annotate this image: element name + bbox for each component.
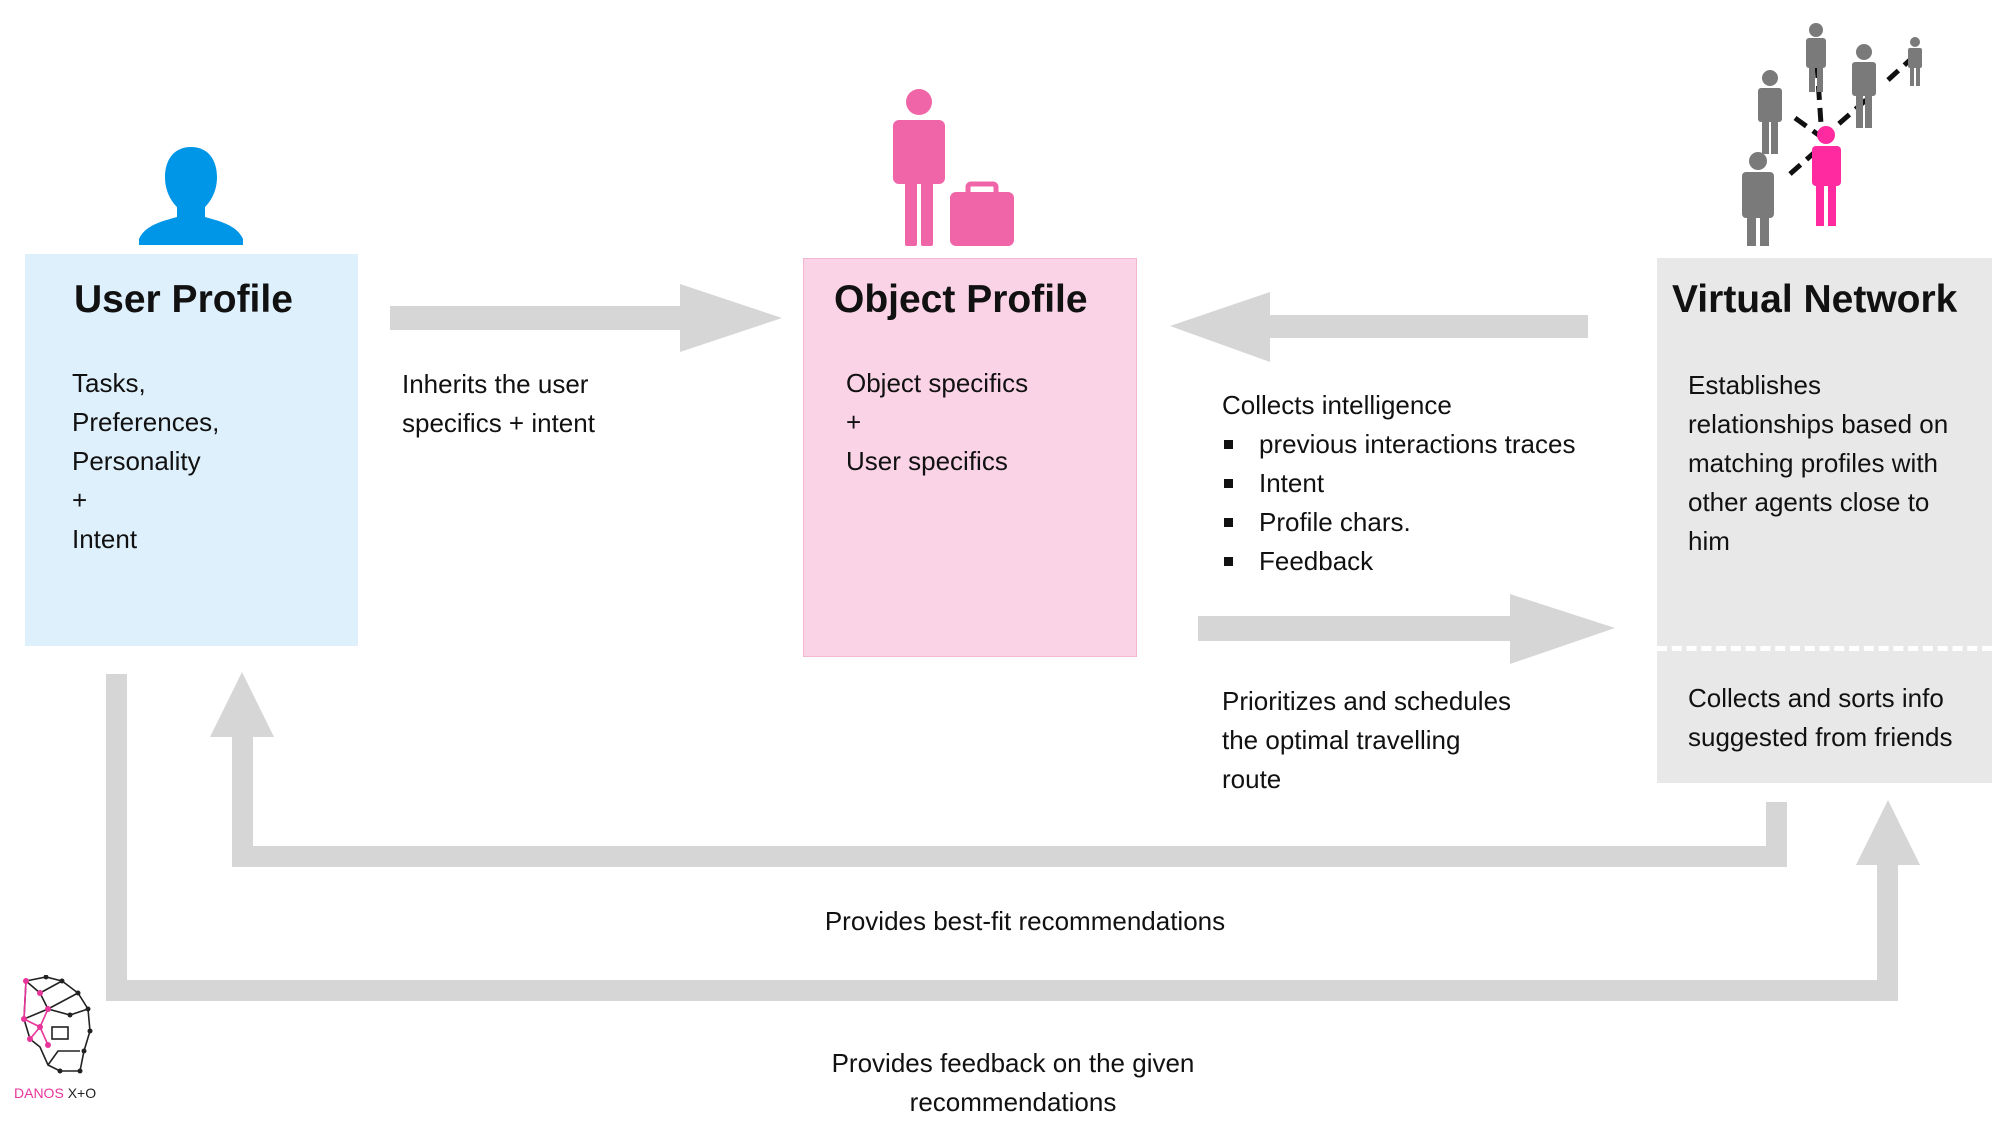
logo-text: DANOS X+O <box>14 1085 96 1101</box>
virtual-network-title: Virtual Network <box>1672 278 1958 321</box>
object-profile-box <box>803 258 1137 657</box>
person-icon <box>1758 70 1782 154</box>
list-item: Feedback <box>1222 542 1575 581</box>
person-icon <box>1806 23 1826 92</box>
object-profile-title: Object Profile <box>834 278 1088 321</box>
prioritizes-label: Prioritizes and schedules the optimal tr… <box>1222 686 1512 794</box>
arrow-object-to-network <box>1198 594 1615 664</box>
people-network-icon <box>1742 23 1922 246</box>
list-item: previous interactions traces <box>1222 425 1575 464</box>
list-item: Profile chars. <box>1222 503 1575 542</box>
person-icon <box>1852 44 1876 128</box>
collects-intelligence-list: previous interactions traces Intent Prof… <box>1222 425 1575 581</box>
inherits-label: Inherits the user specifics + intent <box>402 369 595 438</box>
logo-brand: DANOS <box>14 1085 64 1101</box>
feedback-label: Provides feedback on the given recommend… <box>831 1048 1195 1117</box>
virtual-network-details: Establishes relationships based on match… <box>1688 370 1949 556</box>
object-profile-details: Object specifics + User specifics <box>846 368 1029 476</box>
user-profile-box <box>25 254 358 646</box>
list-item: Intent <box>1222 464 1575 503</box>
danos-face-logo-icon <box>21 975 93 1074</box>
virtual-network-lower-details: Collects and sorts info suggested from f… <box>1688 683 1953 752</box>
arrow-user-to-object <box>390 284 782 352</box>
arrow-feedback-to-network <box>106 674 1920 1001</box>
highlighted-person-icon <box>1812 126 1841 226</box>
recommendations-label: Provides best-fit recommendations <box>824 906 1226 936</box>
user-profile-title: User Profile <box>74 278 293 321</box>
arrow-network-to-object <box>1170 292 1588 362</box>
person-icon <box>1742 152 1774 246</box>
traveller-with-luggage-icon <box>893 89 1014 246</box>
logo-suffix: X+O <box>67 1085 97 1101</box>
arrow-recommendations-to-user <box>210 672 1787 867</box>
collects-intelligence-label: Collects intelligence previous interacti… <box>1222 386 1575 581</box>
user-silhouette-icon <box>139 147 243 245</box>
person-icon <box>1908 37 1922 86</box>
user-profile-details: Tasks, Preferences, Personality + Intent <box>72 368 220 554</box>
virtual-network-box <box>1657 258 1992 783</box>
network-dashed-divider <box>1657 646 1992 651</box>
